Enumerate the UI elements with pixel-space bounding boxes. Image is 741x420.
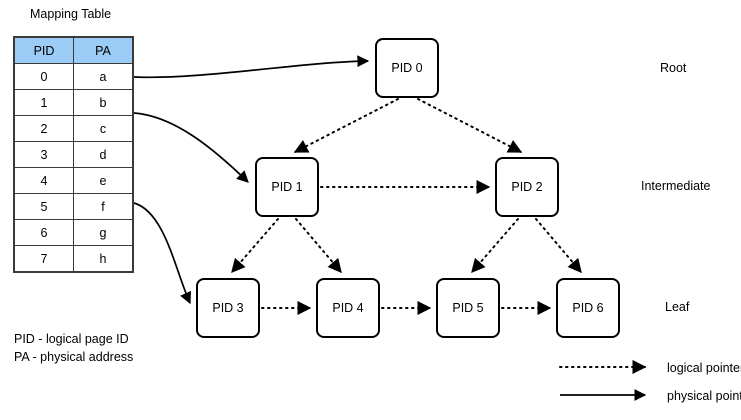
edge-pid0-to-pid2 bbox=[417, 98, 523, 153]
mapping-table-title: Mapping Table bbox=[30, 7, 112, 21]
table-cell-pid: 6 bbox=[14, 219, 74, 246]
table-row: 5 f bbox=[14, 193, 133, 220]
table-cell-pa: h bbox=[73, 245, 133, 272]
table-row: 4 e bbox=[14, 167, 133, 194]
edge-pid1-to-pid3 bbox=[231, 218, 279, 274]
physical-pointer-edges bbox=[133, 55, 370, 305]
table-cell-pid: 3 bbox=[14, 141, 74, 168]
table-row: 3 d bbox=[14, 141, 133, 168]
table-cell-pa: e bbox=[73, 167, 133, 194]
table-header-pid: PID bbox=[14, 37, 74, 64]
table-row: 6 g bbox=[14, 219, 133, 246]
edge-pid0-to-pid1 bbox=[293, 98, 399, 153]
table-cell-pa: d bbox=[73, 141, 133, 168]
table-cell-pa: b bbox=[73, 89, 133, 116]
level-label-root: Root bbox=[660, 61, 687, 75]
node-pid4: PID 4 bbox=[316, 278, 380, 338]
legend-logical-pointer-label: logical pointer bbox=[667, 361, 741, 375]
table-cell-pid: 2 bbox=[14, 115, 74, 142]
edge-table1-to-pid1 bbox=[133, 112, 249, 183]
table-cell-pa: g bbox=[73, 219, 133, 246]
edge-pid1-to-pid4 bbox=[295, 218, 342, 274]
table-cell-pa: a bbox=[73, 63, 133, 90]
node-pid6: PID 6 bbox=[556, 278, 620, 338]
level-label-intermediate: Intermediate bbox=[641, 179, 711, 193]
table-row: 0 a bbox=[14, 63, 133, 90]
table-row: 7 h bbox=[14, 245, 133, 272]
legend-sample-arrows bbox=[559, 360, 647, 401]
node-pid0: PID 0 bbox=[375, 38, 439, 98]
node-pid3: PID 3 bbox=[196, 278, 260, 338]
table-cell-pid: 1 bbox=[14, 89, 74, 116]
edge-table4-to-pid3 bbox=[133, 202, 191, 305]
node-pid1: PID 1 bbox=[255, 157, 319, 217]
table-header-pa: PA bbox=[73, 37, 133, 64]
table-row: 2 c bbox=[14, 115, 133, 142]
legend-physical-pointer-label: physical pointer bbox=[667, 389, 741, 403]
node-pid2: PID 2 bbox=[495, 157, 559, 217]
caption-pid: PID - logical page ID bbox=[14, 332, 129, 346]
edge-pid2-to-pid5 bbox=[471, 218, 519, 274]
table-cell-pid: 4 bbox=[14, 167, 74, 194]
table-row: 1 b bbox=[14, 89, 133, 116]
table-cell-pa: f bbox=[73, 193, 133, 220]
table-header-row: PID PA bbox=[14, 37, 133, 64]
caption-pa: PA - physical address bbox=[14, 350, 134, 364]
table-cell-pid: 0 bbox=[14, 63, 74, 90]
table-cell-pa: c bbox=[73, 115, 133, 142]
level-label-leaf: Leaf bbox=[665, 300, 690, 314]
table-cell-pid: 5 bbox=[14, 193, 74, 220]
table-cell-pid: 7 bbox=[14, 245, 74, 272]
node-pid5: PID 5 bbox=[436, 278, 500, 338]
mapping-table: PID PA 0 a 1 b 2 c 3 d 4 e bbox=[14, 37, 133, 272]
edge-pid2-to-pid6 bbox=[535, 218, 582, 274]
edge-table0-to-pid0 bbox=[133, 55, 370, 79]
